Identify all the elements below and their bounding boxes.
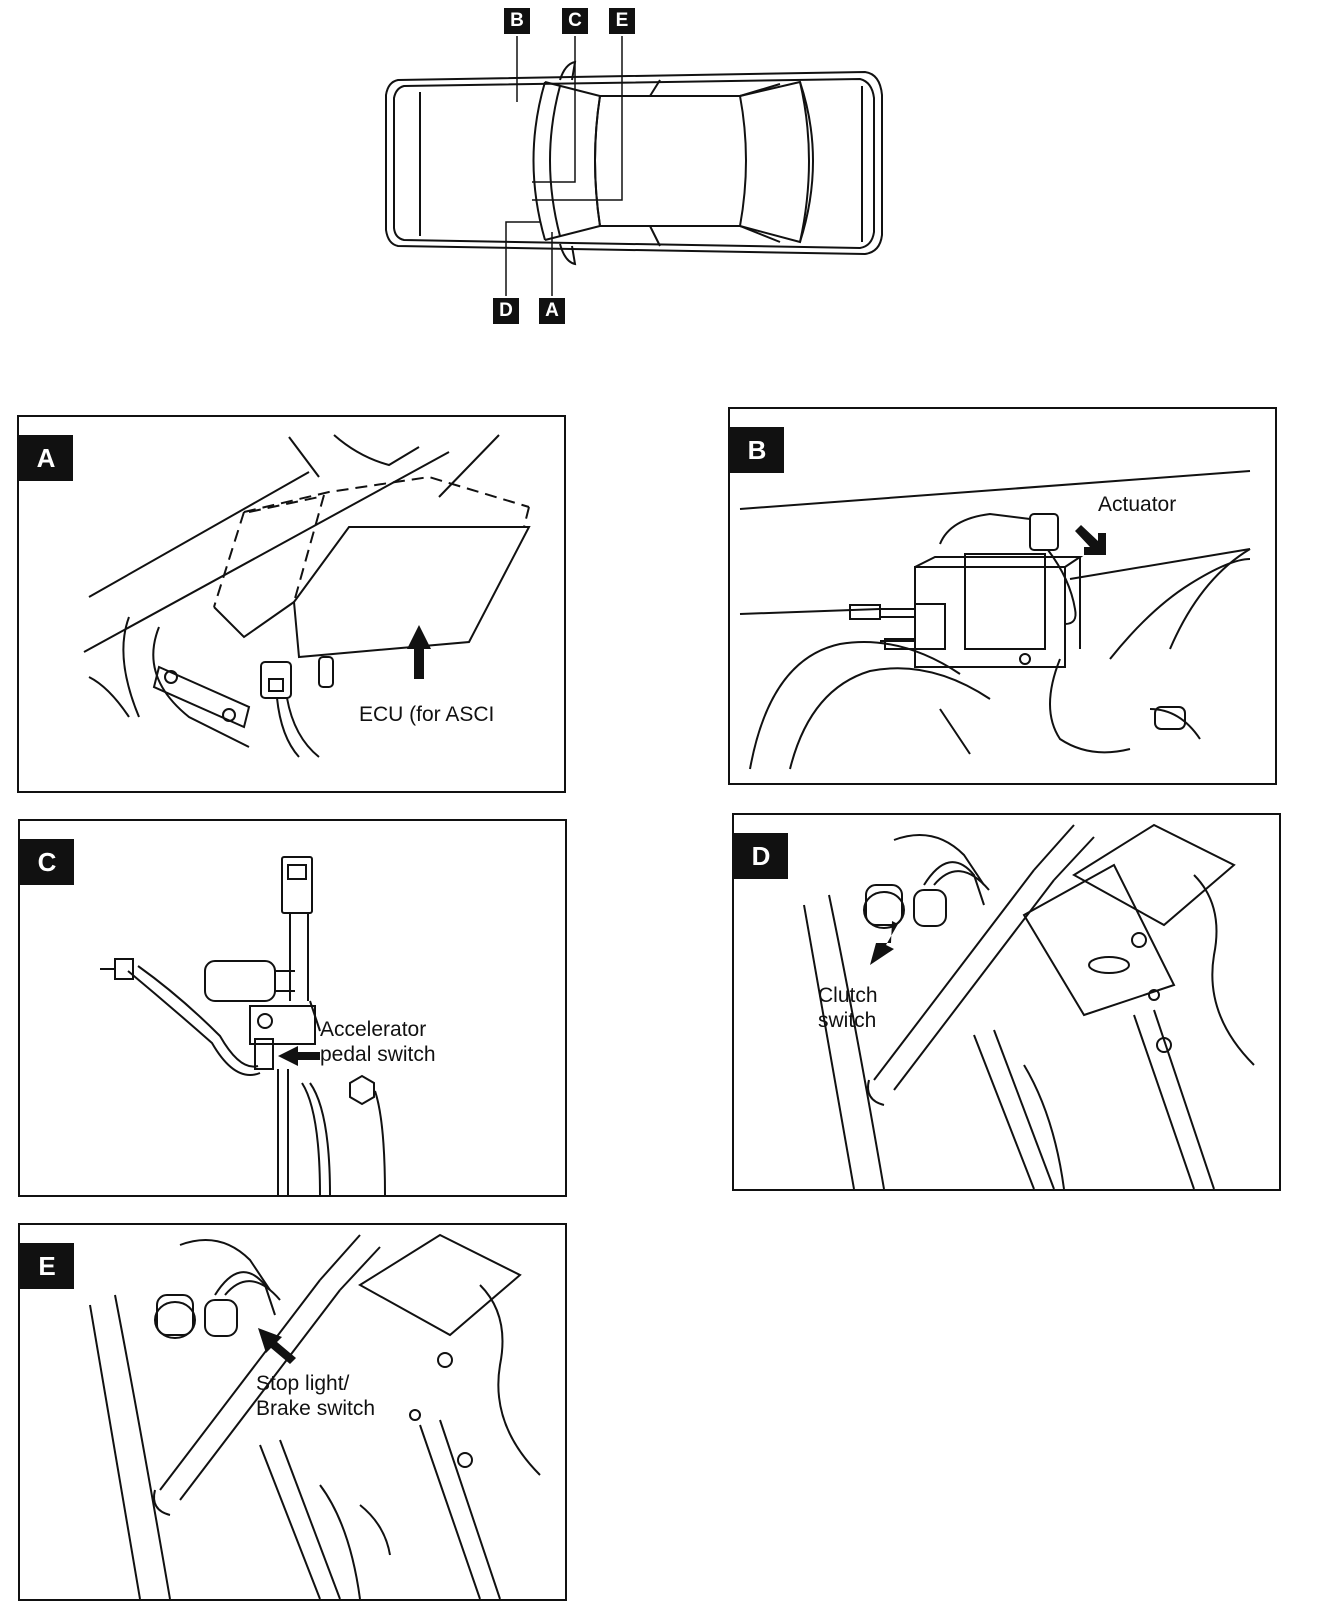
accelerator-switch-illustration (20, 821, 565, 1195)
locator-key-a: A (539, 298, 565, 324)
brake-callout-line2: Brake switch (256, 1397, 376, 1420)
brake-switch-illustration (20, 1225, 565, 1599)
panel-c: C Accelerator pedal switch (18, 819, 567, 1197)
panel-a-label: A (19, 435, 73, 481)
actuator-callout: Actuator (1098, 493, 1177, 516)
actuator-illustration (730, 409, 1275, 783)
ecu-callout: ECU (for ASCI (359, 703, 495, 726)
panel-b-label: B (730, 427, 784, 473)
panel-d: D Clutch switch (732, 813, 1281, 1191)
panel-a: A ECU (for ASCI (17, 415, 566, 793)
locator-key-d: D (493, 298, 519, 324)
clutch-callout-line1: Clutch (818, 984, 878, 1007)
locator-key-c: C (562, 8, 588, 34)
ecu-arrow (407, 625, 431, 679)
clutch-callout-line2: switch (818, 1009, 877, 1032)
car-top-view (0, 0, 1328, 340)
panel-e: E Stop light/ Brake switch (18, 1223, 567, 1601)
clutch-switch-illustration (734, 815, 1279, 1189)
locator-key-e: E (609, 8, 635, 34)
actuator-arrow (1075, 525, 1106, 555)
brake-callout-line1: Stop light/ (256, 1372, 350, 1395)
accelerator-callout-line1: Accelerator (320, 1018, 427, 1041)
panel-e-label: E (20, 1243, 74, 1289)
locator-key-b: B (504, 8, 530, 34)
panel-b: B Actuator (728, 407, 1277, 785)
panel-c-label: C (20, 839, 74, 885)
ecu-illustration (19, 417, 564, 791)
accelerator-callout-line2: pedal switch (320, 1043, 436, 1066)
panel-d-label: D (734, 833, 788, 879)
accelerator-switch-arrow (278, 1046, 320, 1066)
brake-switch-arrow (258, 1328, 296, 1364)
clutch-switch-arrow (870, 921, 898, 965)
